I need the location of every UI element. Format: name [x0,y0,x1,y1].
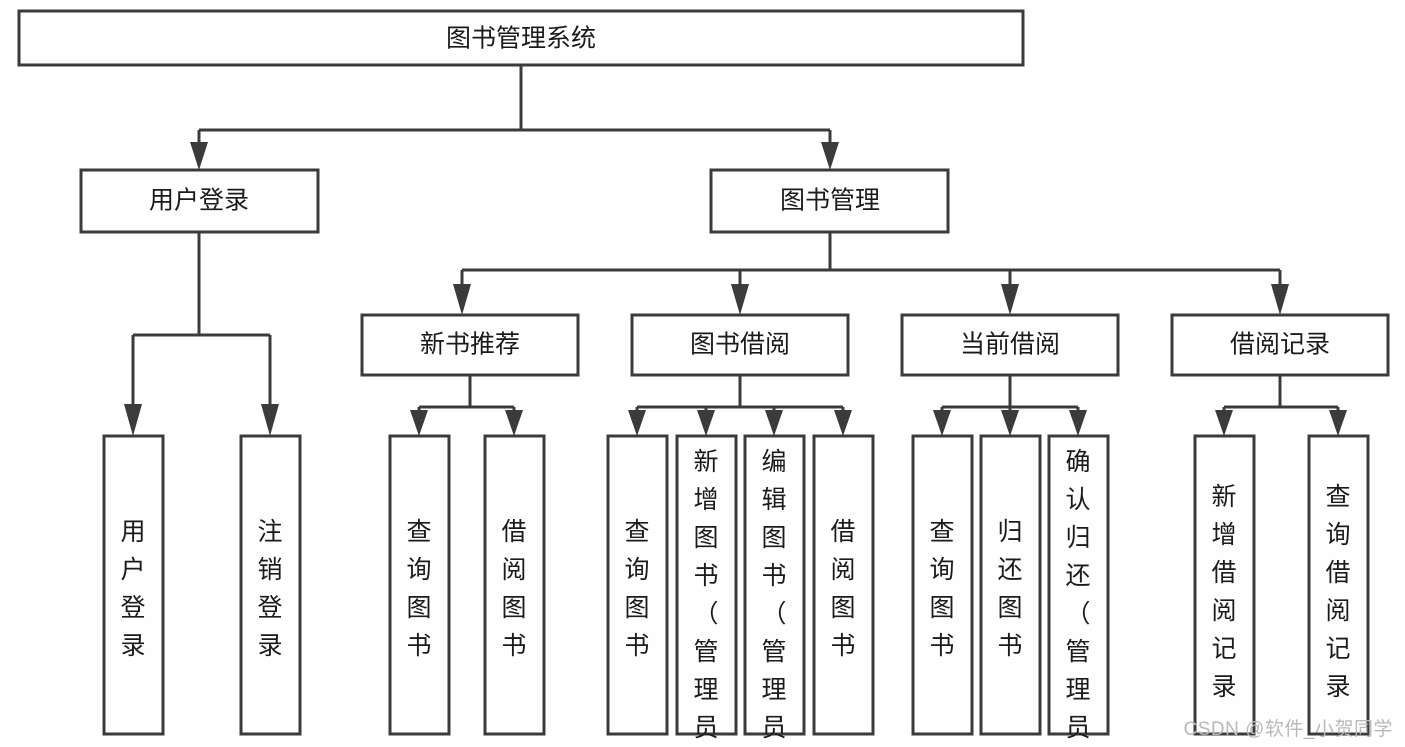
node-leaf-return-book-label: 归还图书 [997,518,1022,660]
arrow-head-leaf-borrow-book-2 [834,410,852,436]
arrow-head-user-login [190,142,208,170]
node-leaf-add-record-box[interactable] [1193,434,1256,736]
node-leaf-edit-book-label: 编辑图书（管理员） [761,448,786,747]
arrow-head-leaf-query-book-1 [410,410,428,436]
node-leaf-query-book-3[interactable]: 查询图书 [911,434,974,736]
arrow-head-leaf-edit-book [765,410,783,436]
node-book-manage-label: 图书管理 [780,187,880,215]
node-leaf-user-logout-label: 注销登录 [257,518,282,660]
arrow-head-borrow-record [1271,284,1289,315]
node-current-borrow-box[interactable] [900,313,1120,377]
arrow-head-leaf-query-book-2 [628,410,646,436]
node-root[interactable]: 图书管理系统 [17,9,1025,67]
node-leaf-query-record[interactable]: 查询借阅记录 [1307,434,1370,736]
node-user-login-label: 用户登录 [149,187,249,215]
node-leaf-add-book[interactable]: 新增图书（管理员） [675,434,738,747]
node-root-label: 图书管理系统 [446,25,596,53]
arrow-head-leaf-borrow-book-1 [505,410,523,436]
node-leaf-query-book-2-box[interactable] [606,434,669,736]
node-leaf-borrow-book-1[interactable]: 借阅图书 [483,434,546,736]
arrow-head-book-borrow [731,284,749,315]
arrow-head-leaf-confirm-return [1069,410,1087,436]
node-leaf-borrow-book-1-box[interactable] [483,434,546,736]
arrow-head-leaf-query-book-3 [933,410,951,436]
node-user-login[interactable]: 用户登录 [79,168,320,234]
node-leaf-edit-book-box[interactable] [743,434,806,736]
node-leaf-user-login[interactable]: 用户登录 [102,434,165,736]
arrow-head-leaf-return-book [1001,410,1019,436]
csdn-watermark: CSDN @软件_小贺同学 [1183,719,1393,740]
arrow-head-current-borrow [1001,284,1019,315]
connector-layer [124,65,1347,436]
node-leaf-query-book-3-label: 查询图书 [929,518,954,660]
node-leaf-borrow-book-2[interactable]: 借阅图书 [812,434,875,736]
node-book-manage[interactable]: 图书管理 [709,168,950,234]
node-borrow-record-box[interactable] [1170,313,1390,377]
node-leaf-confirm-return[interactable]: 确认归还（管理员） [1047,434,1110,747]
node-book-manage-box[interactable] [709,168,950,234]
node-leaf-user-login-label: 用户登录 [120,518,145,660]
arrow-head-leaf-user-logout [261,404,279,436]
node-leaf-add-record[interactable]: 新增借阅记录 [1193,434,1256,736]
node-leaf-query-record-label: 查询借阅记录 [1325,483,1350,701]
node-borrow-record[interactable]: 借阅记录 [1170,313,1390,377]
node-current-borrow-label: 当前借阅 [960,331,1060,359]
node-borrow-record-label: 借阅记录 [1230,331,1330,359]
node-leaf-add-book-label: 新增图书（管理员） [693,448,718,747]
node-leaf-borrow-book-2-label: 借阅图书 [830,518,855,660]
node-new-book-recommend[interactable]: 新书推荐 [360,313,580,377]
arrow-head-new-book-recommend [453,284,471,315]
arrow-head-book-manage [821,142,839,170]
node-leaf-edit-book[interactable]: 编辑图书（管理员） [743,434,806,747]
node-root-box[interactable] [17,9,1025,67]
node-leaf-return-book-box[interactable] [979,434,1042,736]
arrow-head-leaf-add-book [697,410,715,436]
node-leaf-query-book-2[interactable]: 查询图书 [606,434,669,736]
node-leaf-confirm-return-box[interactable] [1047,434,1110,736]
node-book-borrow-label: 图书借阅 [690,331,790,359]
node-leaf-query-book-2-label: 查询图书 [624,518,649,660]
node-leaf-borrow-book-2-box[interactable] [812,434,875,736]
node-current-borrow[interactable]: 当前借阅 [900,313,1120,377]
arrow-head-leaf-query-record [1329,410,1347,436]
node-leaf-query-book-1-box[interactable] [388,434,451,736]
node-book-borrow-box[interactable] [630,313,850,377]
arrow-head-leaf-user-login [124,404,142,436]
node-leaf-user-logout[interactable]: 注销登录 [239,434,302,736]
node-leaf-confirm-return-label: 确认归还（管理员） [1065,448,1090,747]
node-leaf-user-login-box[interactable] [102,434,165,736]
node-leaf-query-book-3-box[interactable] [911,434,974,736]
node-leaf-borrow-book-1-label: 借阅图书 [501,518,526,660]
node-book-borrow[interactable]: 图书借阅 [630,313,850,377]
node-leaf-add-record-label: 新增借阅记录 [1211,483,1236,701]
node-new-book-recommend-label: 新书推荐 [420,331,520,359]
node-user-login-box[interactable] [79,168,320,234]
node-leaf-query-book-1-label: 查询图书 [406,518,431,660]
node-leaf-return-book[interactable]: 归还图书 [979,434,1042,736]
arrow-head-leaf-add-record [1215,410,1233,436]
node-leaf-query-book-1[interactable]: 查询图书 [388,434,451,736]
node-leaf-user-logout-box[interactable] [239,434,302,736]
node-leaf-add-book-box[interactable] [675,434,738,736]
node-leaf-query-record-box[interactable] [1307,434,1370,736]
node-new-book-recommend-box[interactable] [360,313,580,377]
